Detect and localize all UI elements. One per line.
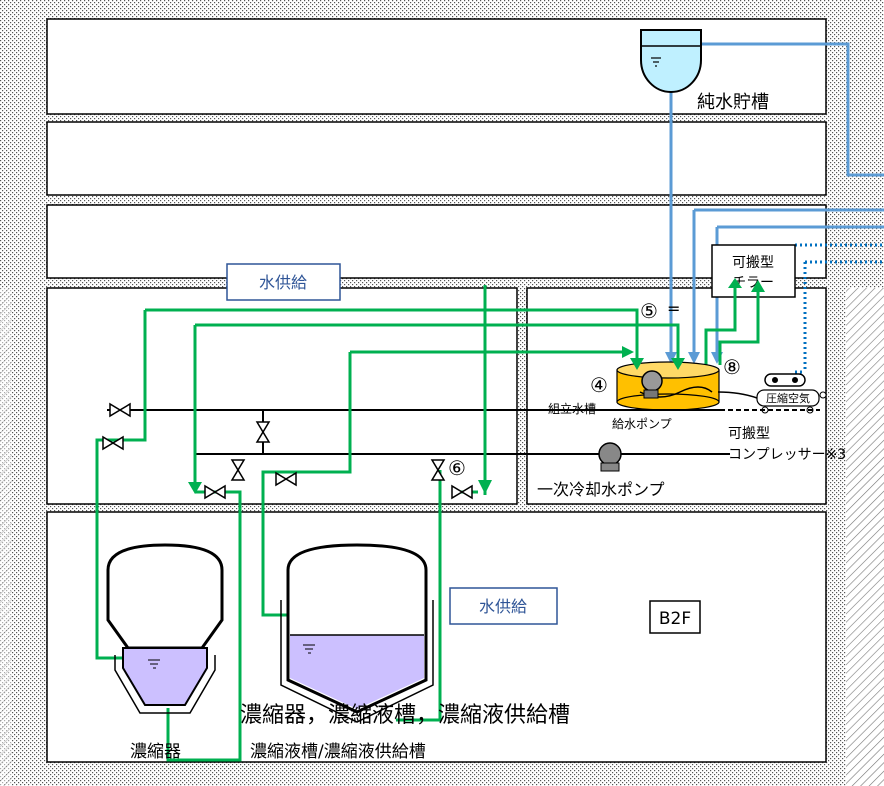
feed-pump xyxy=(641,370,663,399)
portable-compressor-label-2: コンプレッサー※3 xyxy=(728,447,846,463)
vessels-caption: 濃縮器，濃縮液槽，濃縮液供給槽 xyxy=(240,703,570,728)
pure-water-tank xyxy=(640,29,702,93)
evaporator-label: 濃縮器 xyxy=(130,742,181,762)
chiller-return-arrow xyxy=(728,278,742,288)
assembly-water-tank xyxy=(616,361,720,411)
assembly-tank-label: 組立水槽 xyxy=(548,401,596,416)
green-arrowheads xyxy=(188,346,685,494)
process-pipes xyxy=(107,409,820,455)
pure-water-tank-label: 純水貯槽 xyxy=(697,92,769,113)
feed-pump-label: 給水ポンプ xyxy=(612,417,672,431)
water-supply-upper-box xyxy=(226,263,341,301)
circle8-label: ⑧ xyxy=(723,355,741,379)
chiller-green-lines xyxy=(704,283,760,365)
room-second-floor xyxy=(46,121,827,196)
portable-compressor-label-1: 可搬型 xyxy=(728,426,770,442)
equals-mark: = xyxy=(667,299,680,318)
primary-cooling-pump-label: 一次冷却水ポンプ xyxy=(537,480,665,499)
valves xyxy=(102,402,473,500)
air-hose xyxy=(717,391,758,399)
floor-label: B2F xyxy=(659,609,691,629)
water-supply-upper-label: 水供給 xyxy=(259,273,307,292)
circle6-label: ⑥ xyxy=(448,456,466,480)
chiller-supply-arrow xyxy=(751,280,765,292)
portable-chiller-label-2: チラー xyxy=(732,275,774,291)
concentrate-tank-vessel xyxy=(280,543,434,723)
circle4-label: ④ xyxy=(590,373,608,397)
primary-cooling-water-pump xyxy=(598,442,622,472)
portable-chiller-label-1: 可搬型 xyxy=(732,255,774,271)
water-supply-lower-box xyxy=(449,587,558,625)
water-supply-lower-label: 水供給 xyxy=(479,597,527,616)
chiller-dotted-lines xyxy=(795,243,884,374)
evaporator-vessel xyxy=(106,543,224,714)
circle5-label: ⑤ xyxy=(640,299,658,323)
compressed-air-label: 圧縮空気 xyxy=(766,391,810,405)
portable-compressor xyxy=(756,373,827,414)
concentrate-tanks-label: 濃縮液槽/濃縮液供給槽 xyxy=(250,742,426,762)
left-wall-hatch xyxy=(0,288,12,786)
room-third-floor xyxy=(46,204,827,279)
floor-label-box xyxy=(649,600,701,634)
outer-wall-hatch xyxy=(846,288,884,786)
pure-water-lines xyxy=(669,42,884,356)
